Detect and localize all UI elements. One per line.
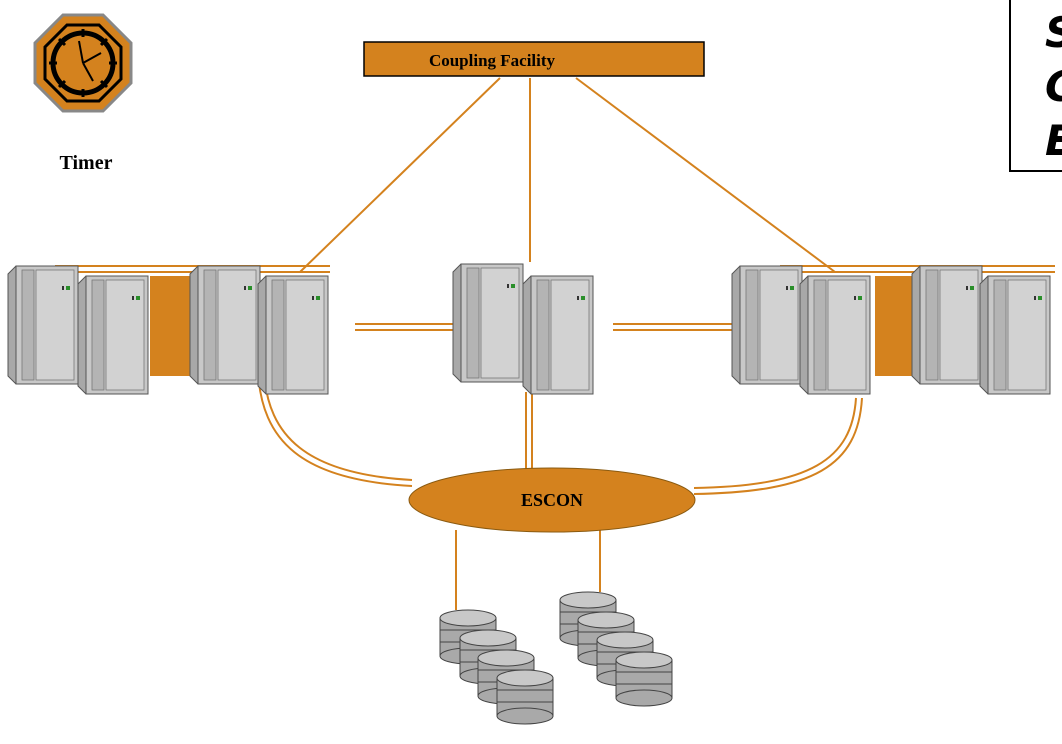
cec-link-right bbox=[613, 323, 733, 331]
timer: Timer bbox=[33, 13, 133, 174]
server-cabinet bbox=[731, 265, 803, 385]
server-cabinet bbox=[257, 275, 329, 395]
right-disk-stack bbox=[559, 591, 673, 707]
server-cabinet bbox=[77, 275, 149, 395]
coupling-facility: Coupling Facility bbox=[363, 41, 705, 77]
clock-icon bbox=[33, 13, 133, 113]
escon-link-right bbox=[693, 397, 863, 495]
side-letter-3: E bbox=[1045, 120, 1062, 162]
left-disk-stack bbox=[439, 609, 554, 725]
cf-link-right bbox=[575, 77, 836, 273]
disk-drum bbox=[496, 669, 554, 725]
server-cabinet bbox=[799, 275, 871, 395]
right-server-group bbox=[731, 265, 1051, 395]
server-cabinet bbox=[979, 275, 1051, 395]
cec-link-left bbox=[355, 323, 453, 331]
side-letter-1: S bbox=[1045, 12, 1062, 54]
server-cabinet bbox=[911, 265, 983, 385]
coupling-facility-label: Coupling Facility bbox=[429, 51, 556, 70]
escon-director: ESCON bbox=[408, 467, 696, 533]
server-cabinet bbox=[452, 263, 524, 383]
timer-label: Timer bbox=[60, 152, 113, 174]
side-panel: S C E bbox=[1009, 0, 1062, 172]
side-letter-2: C bbox=[1045, 66, 1062, 108]
left-server-group bbox=[7, 265, 329, 395]
center-server-group bbox=[452, 263, 594, 395]
cf-link-left bbox=[299, 77, 501, 273]
server-cabinet bbox=[7, 265, 79, 385]
escon-link-center bbox=[525, 392, 533, 472]
escon-label: ESCON bbox=[521, 490, 583, 510]
server-cabinet bbox=[189, 265, 261, 385]
disk-drum bbox=[615, 651, 673, 707]
server-cabinet bbox=[522, 275, 594, 395]
